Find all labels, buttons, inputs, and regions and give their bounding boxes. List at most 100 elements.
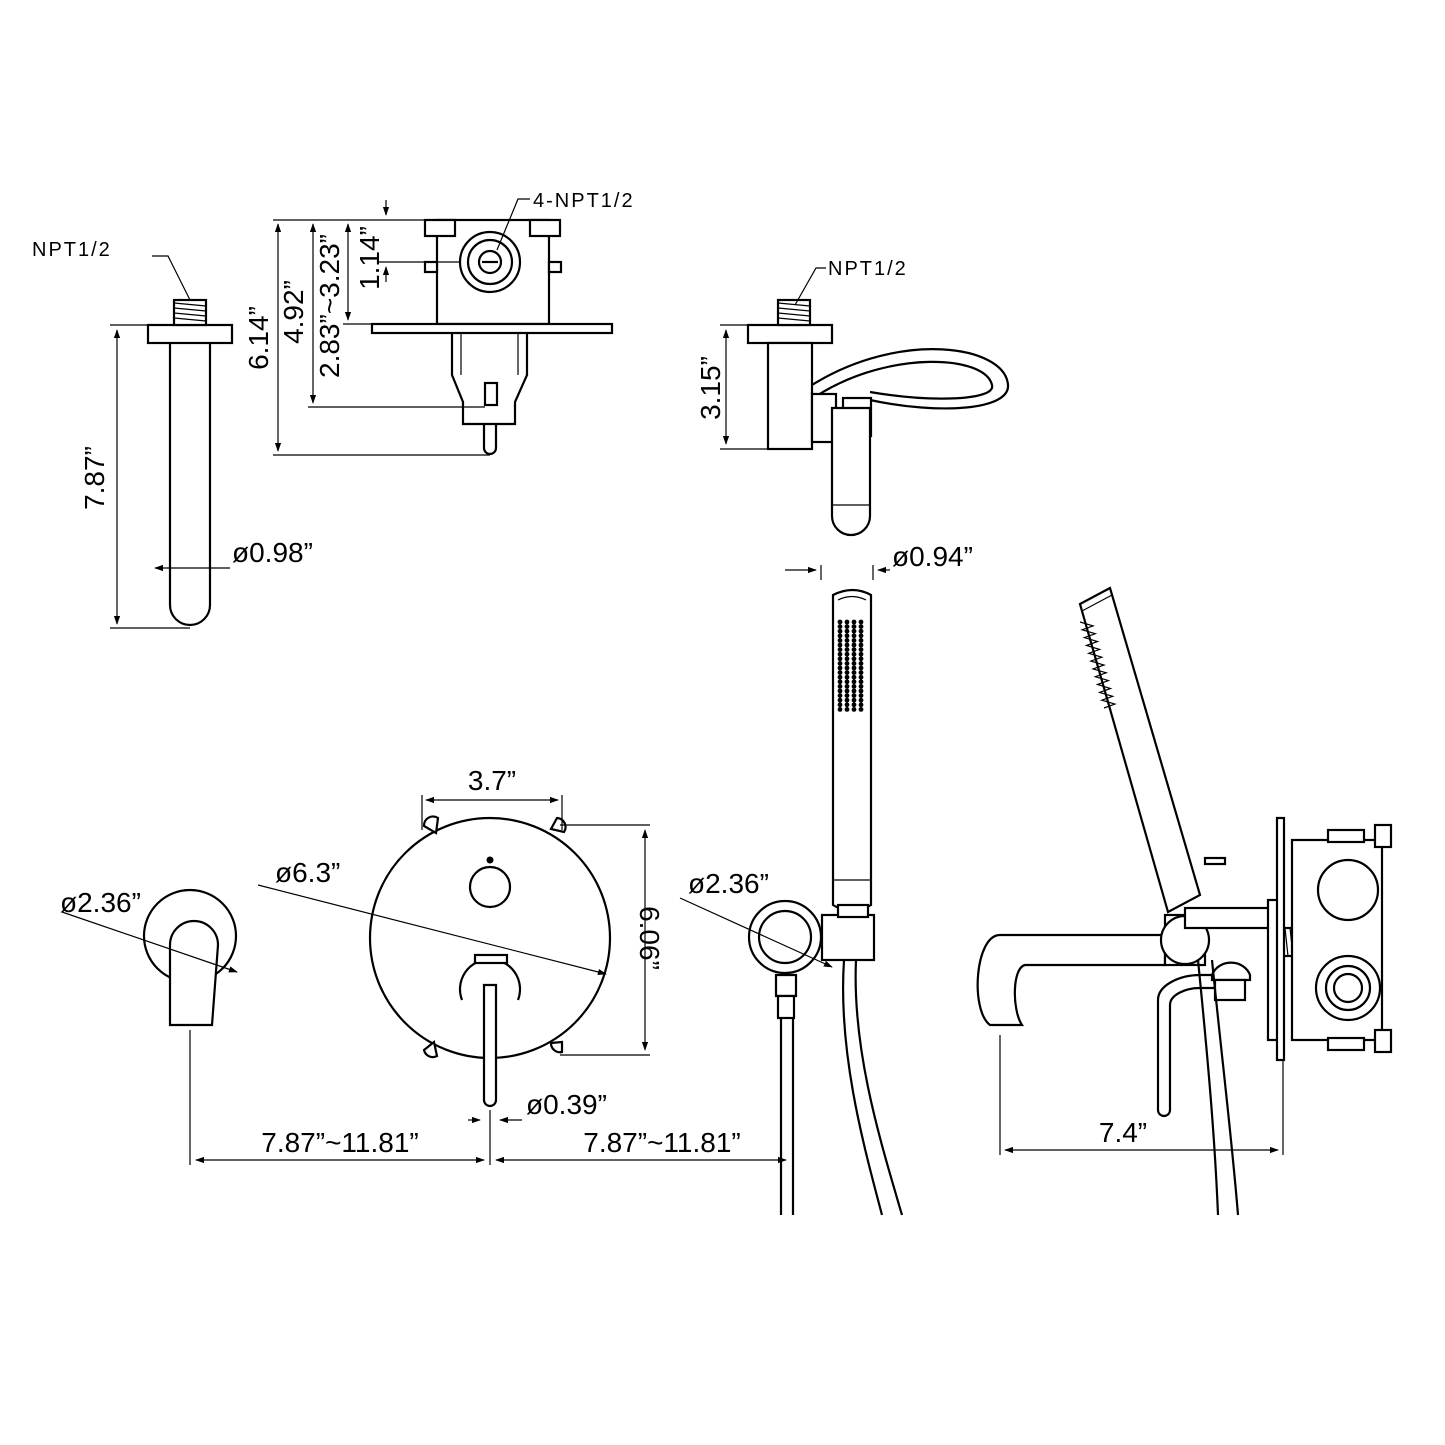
nozzle-dot [844,679,850,685]
nozzle-dot [851,628,857,634]
nozzle-dot [851,651,857,657]
nozzle-dot [851,661,857,666]
nozzle-dot [851,638,857,643]
nozzle-dot [837,674,843,680]
nozzle-dot [858,656,864,662]
label-span-right: 7.87”~11.81” [583,1127,741,1158]
nozzle-dot [858,628,864,634]
nozzle-dot [851,624,857,629]
nozzle-dot [858,638,864,643]
nozzle-dot [844,642,850,648]
label-spout-diameter: ø0.98” [232,537,313,568]
nozzle-dot [837,688,843,694]
nozzle-dot [844,656,850,662]
nozzle-dot [858,697,864,703]
nozzle-dot [851,647,857,652]
nozzle-dot [837,656,843,662]
nozzle-dot [851,702,857,708]
nozzle-dot [858,702,864,708]
nozzle-dot [851,642,857,648]
flange-front-view [61,888,238,1165]
nozzle-dot [844,697,850,703]
nozzle-dot [837,661,843,666]
label-spout-length: 7.87” [79,446,110,510]
nozzle-dot [837,665,843,671]
nozzle-dot [858,647,864,652]
nozzle-dot [851,665,857,671]
label-handle-diameter: ø0.39” [526,1089,607,1120]
nozzle-dot [858,670,864,675]
nozzle-dot [837,619,843,625]
label-tub-315: 3.15” [695,356,726,420]
nozzle-dot [844,638,850,643]
nozzle-dot [837,638,843,643]
nozzle-dot [837,642,843,648]
nozzle-dot [844,633,850,639]
label-plate-diameter: ø6.3” [275,857,340,888]
shower-arm-view [110,255,234,629]
nozzle-dot [858,624,864,629]
nozzle-dot [851,670,857,675]
nozzle-dot [837,679,843,685]
label-plate-width: 3.7” [468,765,516,796]
nozzle-dot [837,684,843,689]
label-plate-height: 6.06” [634,906,665,970]
nozzle-dot [851,679,857,685]
trim-plate-front-view [195,795,787,1165]
nozzle-dot [858,642,864,648]
label-npt-valve: 4-NPT1/2 [533,190,635,212]
nozzle-dot [837,651,843,657]
nozzle-dot [844,670,850,675]
nozzle-dot [837,670,843,675]
nozzle-dot [858,633,864,639]
nozzle-dot [837,693,843,698]
nozzle-dot [844,628,850,634]
nozzle-dot [844,624,850,629]
nozzle-dot [837,633,843,639]
label-tub-reach: 7.4” [1099,1117,1147,1148]
label-npt-spout: NPT1/2 [32,239,112,261]
label-flange-diameter-left: ø2.36” [60,887,141,918]
nozzle-dot [837,707,843,712]
nozzle-dot [844,651,850,657]
spray-nozzles [837,619,864,712]
nozzle-dot [844,684,850,689]
nozzle-dot [837,697,843,703]
nozzle-dot [851,707,857,712]
hand-shower-view [679,565,904,1216]
nozzle-dot [858,688,864,694]
nozzle-dot [844,674,850,680]
nozzle-dot [858,679,864,685]
nozzle-dot [858,674,864,680]
label-valve-depth-range: 2.83”~3.23” [314,234,345,378]
nozzle-dot [858,661,864,666]
label-valve-total-height: 6.14” [243,306,274,370]
nozzle-dot [851,693,857,698]
nozzle-dot [858,665,864,671]
label-valve-114: 1.14” [354,226,385,290]
nozzle-dot [844,688,850,694]
tub-filler-assembly-view [976,586,1393,1216]
tub-spout-side-view [720,267,1010,537]
nozzle-dot [858,707,864,712]
nozzle-dot [844,693,850,698]
thread-fitting-tub [776,298,812,327]
nozzle-dot [844,665,850,671]
nozzle-dot [858,651,864,657]
nozzle-dot [851,688,857,694]
nozzle-dot [837,628,843,634]
nozzle-dot [858,693,864,698]
nozzle-dot [851,633,857,639]
nozzle-dot [844,647,850,652]
label-hand-diameter: ø0.94” [892,541,973,572]
label-npt-tub-spout: NPT1/2 [828,258,908,280]
nozzle-dot [851,656,857,662]
nozzle-dot [851,697,857,703]
nozzle-dot [837,624,843,629]
nozzle-dot [837,647,843,652]
nozzle-dot [844,661,850,666]
nozzle-dot [851,684,857,689]
nozzle-dot [844,702,850,708]
nozzle-dot [844,707,850,712]
